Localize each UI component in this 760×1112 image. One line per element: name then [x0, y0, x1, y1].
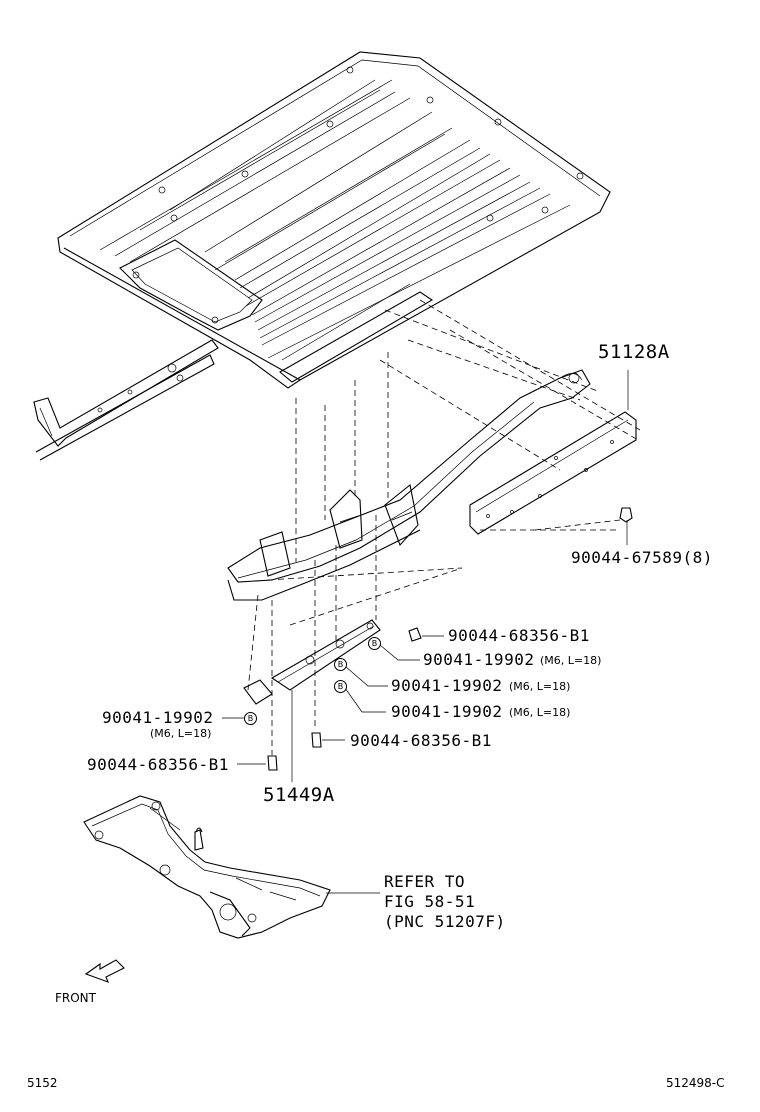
- reference-line-3: (PNC 51207F): [384, 912, 506, 931]
- front-label: FRONT: [55, 991, 96, 1005]
- frame-rail: [227, 369, 591, 601]
- floor-pan: [57, 51, 611, 389]
- reference-note: REFER TO FIG 58-51 (PNC 51207F): [384, 872, 506, 932]
- callout-clip-19902-b: 90041-19902: [391, 676, 503, 695]
- alignment-lines: [247, 299, 641, 755]
- clip-badge-b-3: B: [334, 680, 347, 693]
- page-code: 5152: [27, 1076, 58, 1090]
- figure-code: 512498-C: [666, 1076, 725, 1090]
- bracket-51449a: [243, 619, 381, 705]
- plate-51128a: [469, 411, 637, 535]
- callout-clip-19902-a-spec: (M6, L=18): [540, 654, 602, 667]
- fasteners: [267, 507, 633, 771]
- callout-clip-19902-c-spec: (M6, L=18): [509, 706, 571, 719]
- leader-lines: [222, 370, 629, 894]
- reference-line-1: REFER TO: [384, 872, 466, 891]
- callout-51449a: 51449A: [263, 784, 335, 806]
- callout-clip-19902-a: 90041-19902: [423, 650, 535, 669]
- callout-bolt-68356-upper: 90044-68356-B1: [448, 626, 590, 645]
- reference-line-2: FIG 58-51: [384, 892, 476, 911]
- rear-body-rail: [33, 339, 219, 461]
- callout-bolt-68356-left: 90044-68356-B1: [87, 755, 229, 774]
- clip-badge-b-2: B: [334, 658, 347, 671]
- front-arrow: [84, 959, 125, 983]
- callout-clip-19902-left-spec: (M6, L=18): [150, 727, 212, 740]
- callout-clip-19902-b-spec: (M6, L=18): [509, 680, 571, 693]
- clip-badge-b-4: B: [244, 712, 257, 725]
- clip-badge-b-1: B: [368, 637, 381, 650]
- suspension-subframe: [83, 795, 331, 939]
- callout-51128a: 51128A: [598, 341, 670, 363]
- callout-clip-19902-left: 90041-19902: [102, 708, 214, 727]
- callout-bolt-68356-middle: 90044-68356-B1: [350, 731, 492, 750]
- callout-clip-19902-c: 90041-19902: [391, 702, 503, 721]
- callout-bolt-67589: 90044-67589(8): [571, 548, 713, 567]
